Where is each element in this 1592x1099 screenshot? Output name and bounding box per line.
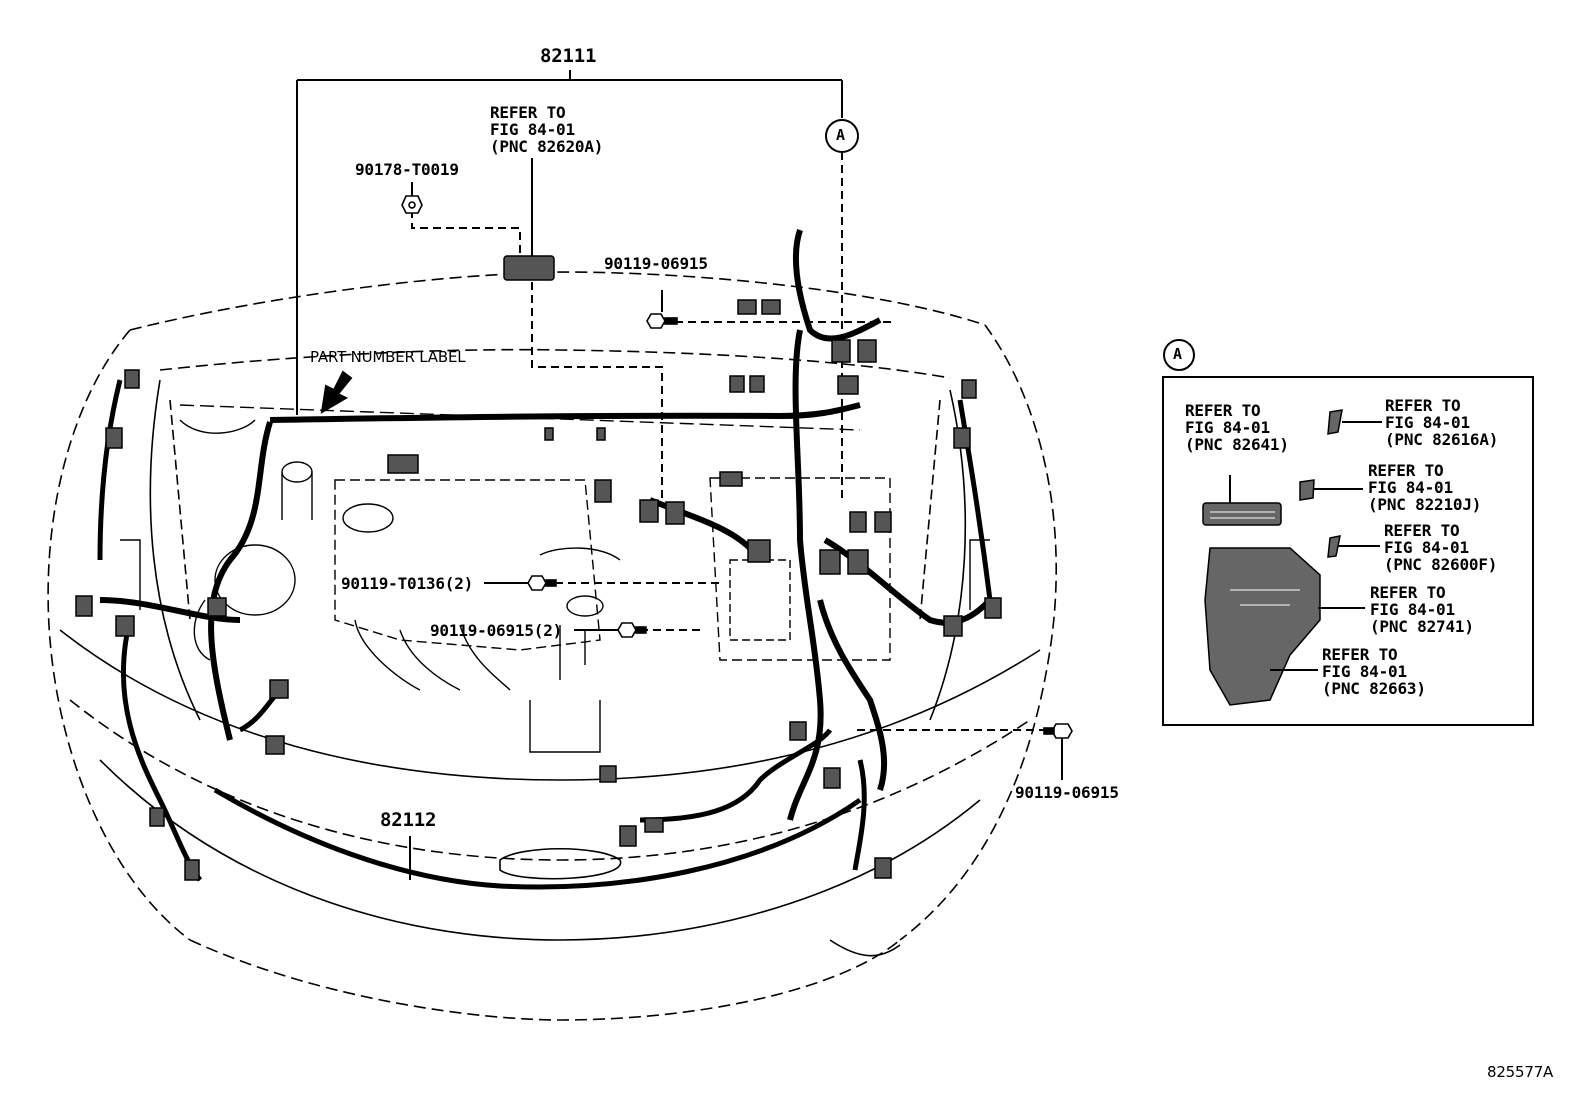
bolt-top-icon xyxy=(646,313,666,329)
part-90119-06915-right-label: 90119-06915 xyxy=(1015,783,1119,802)
inset-circle-a xyxy=(1163,339,1195,371)
part-82112-label: 82112 xyxy=(380,809,437,831)
inset-a-letter: A xyxy=(1173,345,1182,363)
callout-a-letter: A xyxy=(836,126,845,144)
part-90119-06915-top-label: 90119-06915 xyxy=(604,254,708,273)
bolt-right-icon xyxy=(1051,723,1073,739)
label-arrow xyxy=(320,370,353,414)
bracket-82111 xyxy=(296,70,843,415)
bolt-t0136-icon xyxy=(527,575,547,591)
bolt-06915-2-icon xyxy=(617,622,637,638)
engine-components xyxy=(120,404,990,753)
part-90119-06915-2-label: 90119-06915(2) xyxy=(430,621,563,640)
part-90178-label: 90178-T0019 xyxy=(355,160,459,179)
part-82111-label: 82111 xyxy=(540,45,597,67)
engine-bay-outline xyxy=(47,271,1058,1021)
figure-id: 825577A xyxy=(1487,1063,1554,1081)
part-number-label-text: PART NUMBER LABEL xyxy=(310,348,466,366)
inset-a xyxy=(1162,339,1534,726)
fasteners xyxy=(401,195,1073,739)
part-90119-t0136-label: 90119-T0136(2) xyxy=(341,574,474,593)
connectors xyxy=(75,255,1002,881)
harness-82112 xyxy=(97,379,993,890)
